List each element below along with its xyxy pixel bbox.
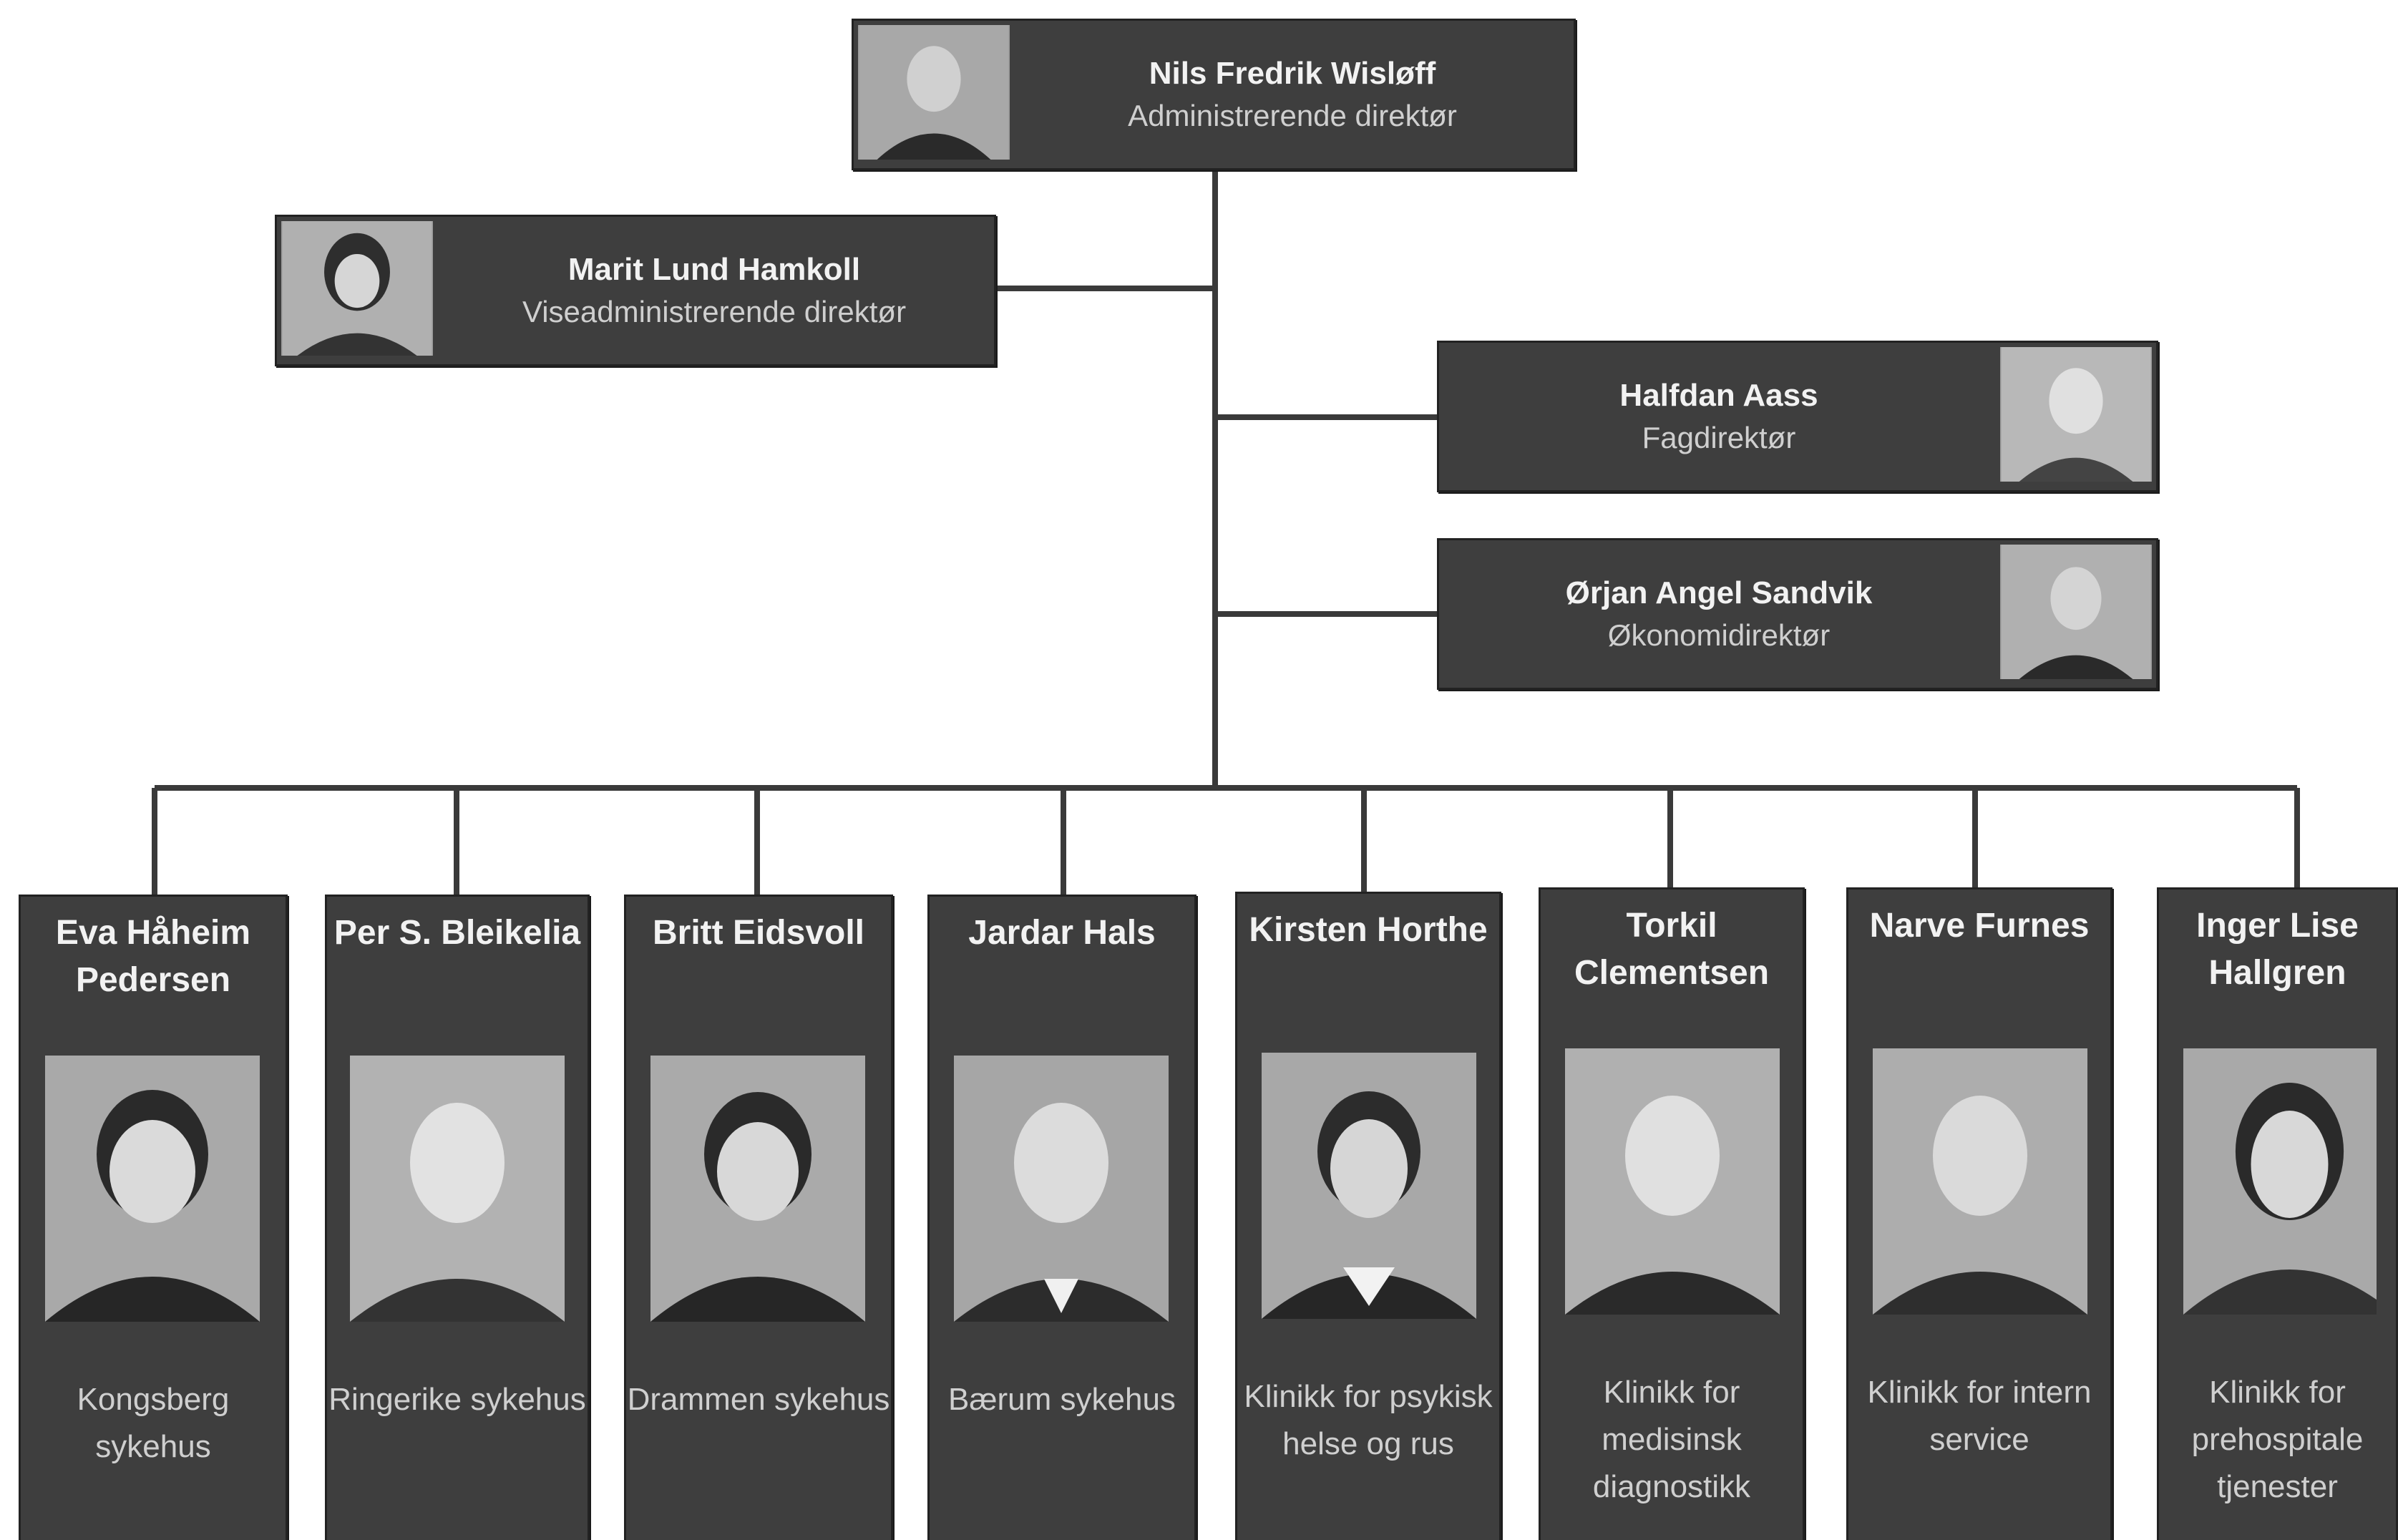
unit-card-8: Inger Lise Hallgren Klinikk for prehospi… [2157, 887, 2398, 1540]
person-portrait-icon [2001, 545, 2151, 679]
unit-card-2: Per S. Bleikelia Ringerike sykehus [325, 895, 590, 1540]
person-portrait-icon [2183, 1048, 2377, 1315]
staff-role-fagdirektor: Fagdirektør [1642, 421, 1796, 454]
staff-photo-okonomi [2000, 545, 2152, 679]
unit-card-5: Kirsten Horthe Klinikk for psykisk helse… [1235, 892, 1501, 1540]
unit-name: Klinikk for intern service [1867, 1375, 2092, 1457]
ceo-name: Nils Fredrik Wisløff [1149, 56, 1436, 91]
unit-leader-name: Torkil Clementsen [1574, 907, 1770, 992]
unit-card-6: Torkil Clementsen Klinikk for medisinsk … [1539, 887, 1805, 1540]
unit-name: Kongsberg sykehus [77, 1382, 230, 1464]
unit-name: Klinikk for psykisk helse og rus [1244, 1379, 1493, 1461]
unit-leader-photo [45, 1056, 260, 1322]
unit-leader-photo [1873, 1048, 2087, 1315]
unit-card-3: Britt Eidsvoll Drammen sykehus [624, 895, 893, 1540]
staff-box-fagdirektor: Halfdan Aass Fagdirektør [1437, 341, 2158, 492]
unit-leader-photo [954, 1056, 1169, 1322]
unit-leader-photo [350, 1056, 565, 1322]
person-portrait-icon [1873, 1048, 2087, 1315]
staff-role-okonomi: Økonomidirektør [1607, 618, 1831, 652]
unit-leader-photo [1565, 1048, 1780, 1315]
person-portrait-icon [1262, 1053, 1476, 1319]
unit-card-1: Eva Håheim Pedersen Kongsberg sykehus [19, 895, 288, 1540]
unit-leader-name: Britt Eidsvoll [652, 914, 865, 952]
person-portrait-icon [45, 1056, 260, 1322]
unit-leader-name: Narve Furnes [1869, 907, 2090, 945]
unit-leader-photo [1262, 1053, 1476, 1319]
unit-name: Klinikk for medisinsk diagnostikk [1592, 1375, 1751, 1504]
staff-box-deputy: Marit Lund Hamkoll Viseadministrerende d… [275, 215, 996, 366]
staff-name-deputy: Marit Lund Hamkoll [567, 252, 861, 287]
ceo-box: Nils Fredrik Wisløff Administrerende dir… [852, 19, 1576, 170]
person-portrait-icon [650, 1056, 865, 1322]
person-portrait-icon [2001, 347, 2151, 482]
unit-leader-name: Inger Lise Hallgren [2196, 907, 2359, 992]
unit-leader-photo [2183, 1048, 2377, 1315]
unit-name: Ringerike sykehus [328, 1382, 586, 1417]
ceo-photo [858, 25, 1010, 160]
unit-leader-name: Kirsten Horthe [1249, 911, 1488, 949]
staff-box-okonomi: Ørjan Angel Sandvik Økonomidirektør [1437, 538, 2158, 690]
ceo-role: Administrerende direktør [1128, 99, 1457, 132]
staff-role-deputy: Viseadministrerende direktør [522, 295, 907, 328]
unit-leader-name: Per S. Bleikelia [333, 914, 581, 952]
unit-name: Drammen sykehus [627, 1382, 890, 1417]
staff-photo-fagdirektor [2000, 347, 2152, 482]
unit-leader-name: Eva Håheim Pedersen [55, 914, 251, 999]
unit-name: Klinikk for prehospitale tjenester [2191, 1375, 2364, 1504]
person-portrait-icon [859, 25, 1009, 160]
person-portrait-icon [350, 1056, 565, 1322]
person-portrait-icon [1565, 1048, 1780, 1315]
person-portrait-icon [282, 221, 432, 356]
unit-leader-name: Jardar Hals [968, 914, 1156, 952]
staff-name-okonomi: Ørjan Angel Sandvik [1565, 575, 1873, 610]
unit-leader-photo [650, 1056, 865, 1322]
staff-name-fagdirektor: Halfdan Aass [1619, 378, 1818, 413]
unit-name: Bærum sykehus [948, 1382, 1176, 1417]
unit-card-4: Jardar Hals Bærum sykehus [927, 895, 1196, 1540]
staff-photo-deputy [281, 221, 433, 356]
person-portrait-icon [954, 1056, 1169, 1322]
unit-card-7: Narve Furnes Klinikk for intern service [1846, 887, 2112, 1540]
